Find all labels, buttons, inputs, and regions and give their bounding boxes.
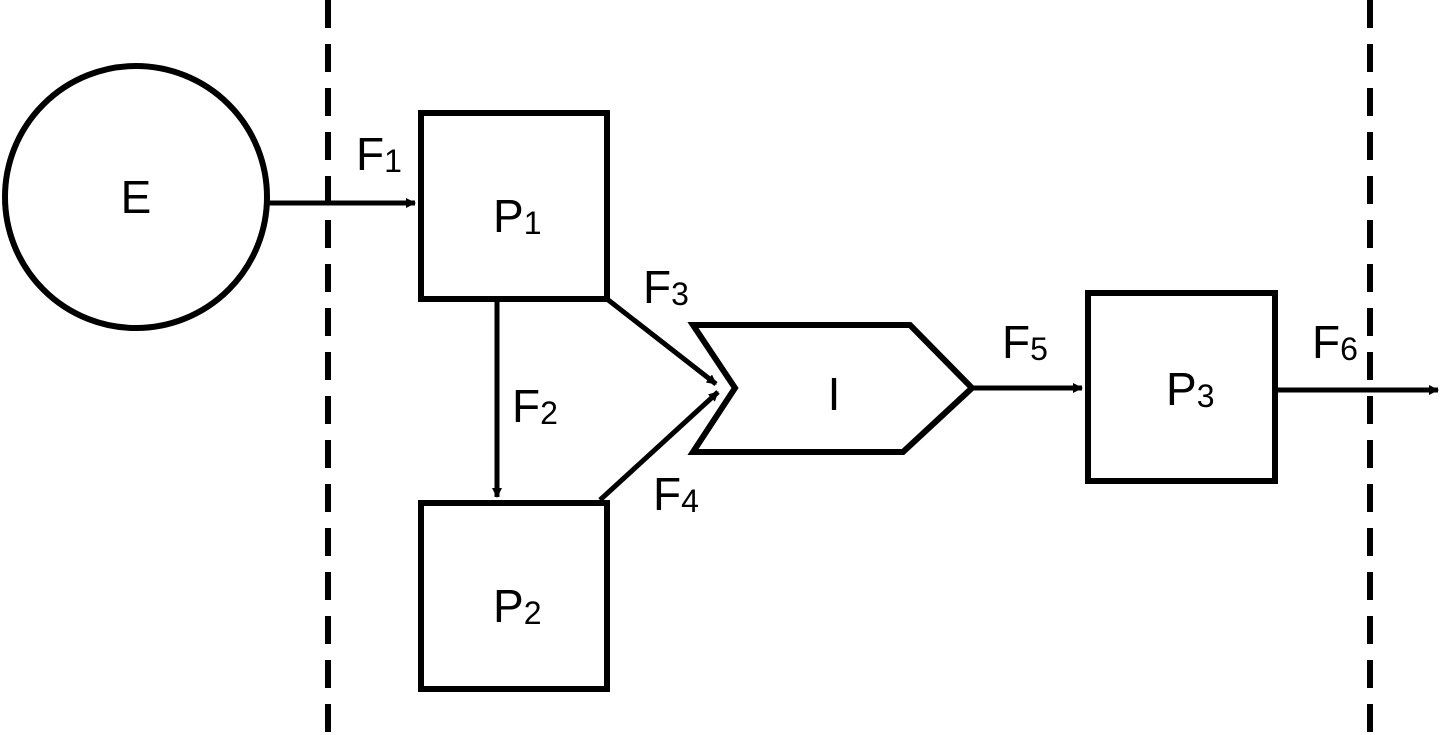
flow-f3-arrow [605, 297, 718, 386]
process-p1-box [418, 110, 610, 302]
process-p3-box [1085, 290, 1278, 484]
entity-circle [2, 63, 270, 331]
process-p1-label: P1 [493, 190, 541, 242]
flow-f2-label: F2 [512, 380, 558, 432]
flow-f3-label: F3 [643, 261, 689, 313]
inventory-label: I [828, 368, 841, 420]
flow-f4-label: F4 [653, 468, 699, 520]
inventory-shape [687, 322, 977, 455]
flow-f5-label: F5 [1002, 316, 1048, 368]
process-p2-label: P2 [493, 580, 541, 632]
entity-label: E [121, 171, 152, 223]
flow-f6-label: F6 [1312, 316, 1358, 368]
process-p2-box [418, 500, 610, 692]
flow-f4-arrow [598, 390, 720, 502]
flow-f1-label: F1 [356, 128, 402, 180]
process-p3-label: P3 [1166, 363, 1214, 415]
